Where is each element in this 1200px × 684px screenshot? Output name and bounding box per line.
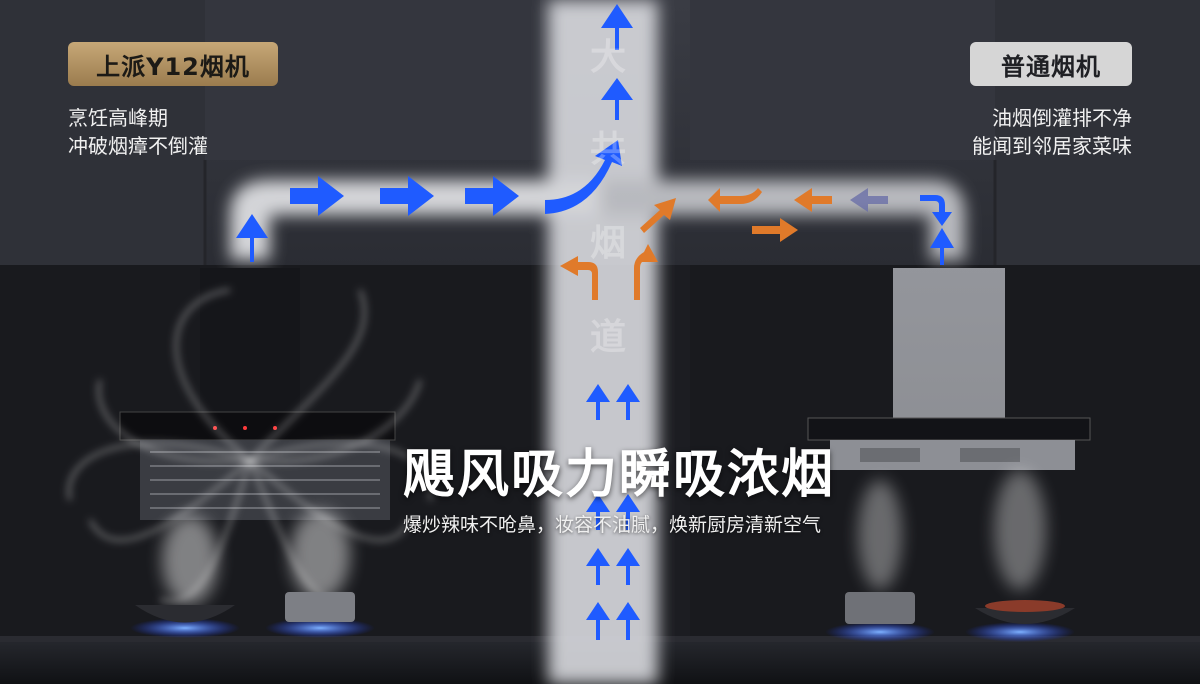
product-description-line: 烹饪高峰期 <box>68 106 168 130</box>
blue-airflow-arrows <box>236 4 954 640</box>
duct-label-char-3: 烟 <box>590 223 627 264</box>
subheadline: 爆炒辣味不呛鼻，妆容不油腻，焕新厨房清新空气 <box>403 514 822 536</box>
right-range-hood <box>807 268 1091 470</box>
ordinary-hood-description-line: 油烟倒灌排不净 <box>992 106 1132 130</box>
ordinary-hood-description-line: 能闻到邻居家菜味 <box>972 134 1132 158</box>
headline: 飓风吸力瞬吸浓烟 <box>403 445 836 505</box>
duct-label-char-2: 共 <box>590 129 627 170</box>
product-description-line: 冲破烟瘴不倒灌 <box>68 134 208 158</box>
product-badge: 上派Y12烟机 <box>68 42 278 86</box>
product-description: 烹饪高峰期 冲破烟瘴不倒灌 <box>68 104 208 160</box>
ordinary-hood-badge: 普通烟机 <box>970 42 1132 86</box>
ordinary-hood-description: 油烟倒灌排不净 能闻到邻居家菜味 <box>972 104 1132 160</box>
duct-label-char-1: 大 <box>590 37 627 78</box>
stoves <box>130 592 1075 642</box>
duct-label-char-4: 道 <box>590 317 627 358</box>
cooking-smoke <box>162 470 1046 605</box>
orange-backflow-arrows <box>560 188 832 300</box>
faded-backflow-arrows <box>850 188 888 212</box>
